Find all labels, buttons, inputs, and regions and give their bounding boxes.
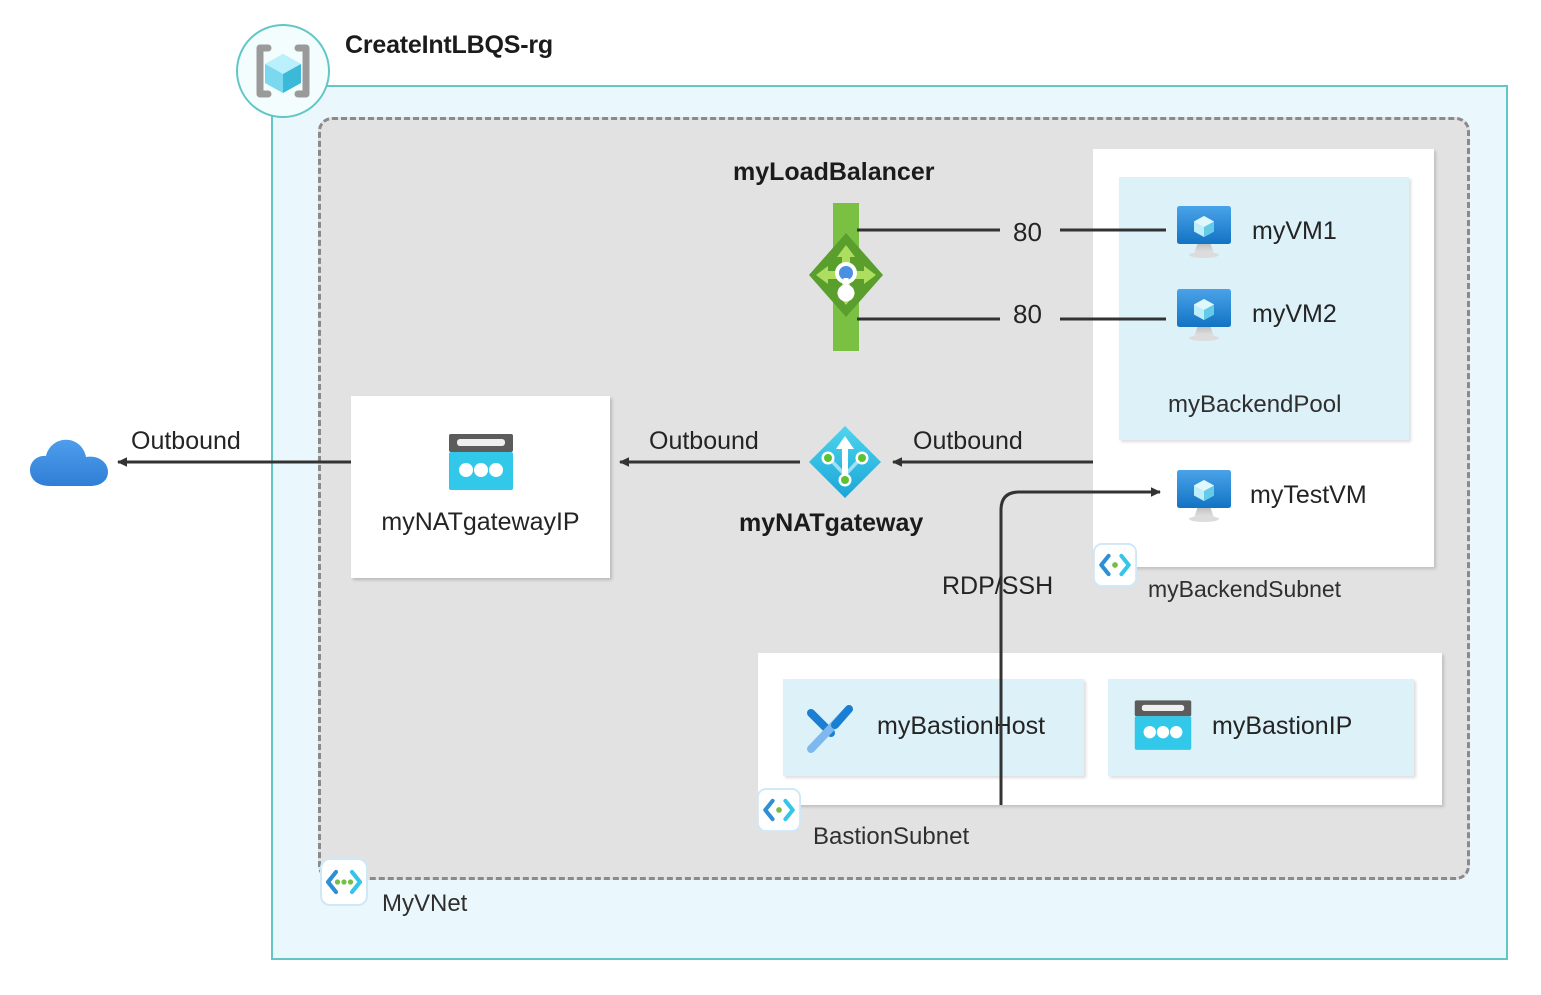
vnet-label: MyVNet [382, 890, 468, 917]
virtual-machine-icon [1172, 464, 1236, 528]
subnet-icon [1093, 543, 1137, 587]
cloud-icon [28, 430, 116, 492]
lb-rule-port-1: 80 [1013, 217, 1042, 247]
outbound-internet-label: Outbound [131, 427, 241, 455]
virtual-machine-icon [1172, 200, 1236, 264]
nat-gateway-ip-label: myNATgatewayIP [381, 508, 580, 536]
bastion-ip-label: myBastionIP [1212, 712, 1353, 740]
bastion-host-label: myBastionHost [877, 712, 1046, 740]
vm1-label: myVM1 [1252, 217, 1337, 245]
subnet-icon [320, 858, 368, 906]
backend-subnet-label: myBackendSubnet [1148, 576, 1342, 602]
nat-gateway-icon [806, 423, 884, 501]
load-balancer-title: myLoadBalancer [733, 158, 935, 186]
virtual-machine-icon [1172, 283, 1236, 347]
vm2-label: myVM2 [1252, 300, 1337, 328]
public-ip-address-icon [447, 432, 515, 494]
public-ip-address-icon [1133, 698, 1193, 754]
lb-rule-port-2: 80 [1013, 299, 1042, 329]
subnet-icon [757, 788, 801, 832]
outbound-natip-label: Outbound [649, 427, 759, 455]
bastion-subnet-label: BastionSubnet [813, 823, 970, 850]
bastion-icon [799, 697, 861, 759]
backend-pool-label: myBackendPool [1168, 391, 1342, 418]
bastion-host-tile: myBastionHost [783, 679, 1084, 776]
rdp-ssh-label: RDP/SSH [942, 572, 1054, 600]
nat-gateway-title: myNATgateway [739, 509, 924, 537]
resource-group-icon [236, 24, 330, 118]
bastion-ip-tile: myBastionIP [1108, 679, 1414, 776]
resource-group-title: CreateIntLBQS-rg [345, 31, 553, 59]
test-vm-label: myTestVM [1250, 481, 1367, 509]
outbound-subnet-label: Outbound [913, 427, 1023, 455]
backend-pool-container [1119, 177, 1409, 440]
load-balancer-icon [800, 198, 892, 356]
